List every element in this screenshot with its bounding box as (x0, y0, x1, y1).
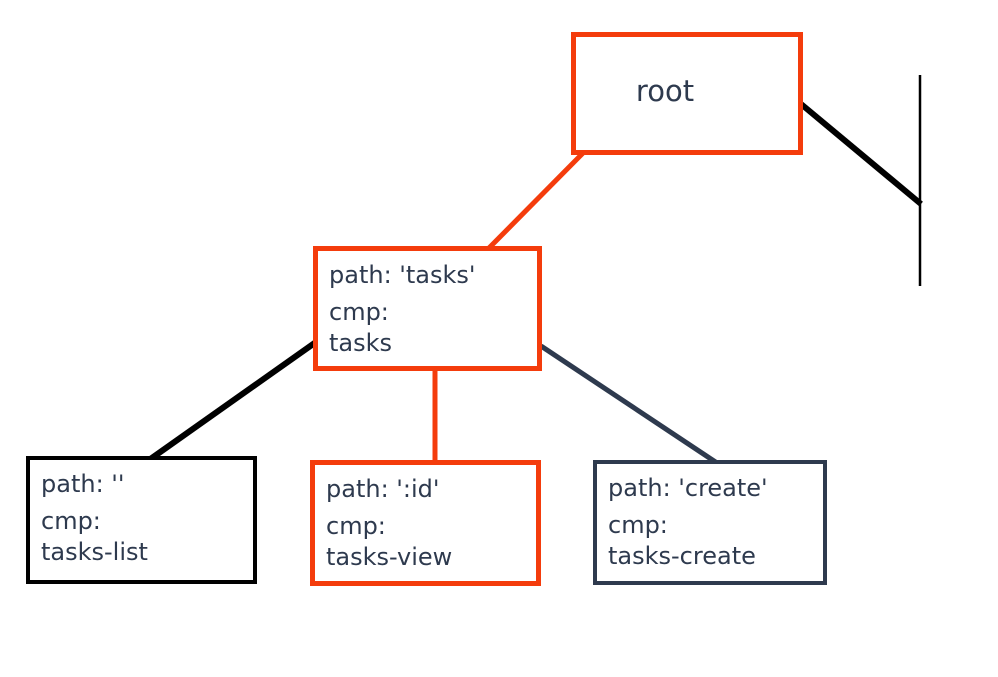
node-tasks-view-cmp-value: tasks-view (326, 543, 453, 571)
node-tasks-list-cmp-value: tasks-list (41, 538, 148, 566)
node-tasks-list: path: '' cmp: tasks-list (26, 456, 257, 584)
node-tasks-view-path: path: ':id' (326, 475, 440, 503)
edge-root-tasks (485, 150, 586, 252)
node-tasks: path: 'tasks' cmp: tasks (313, 246, 542, 371)
node-tasks-view-cmp-label: cmp: (326, 512, 386, 540)
node-tasks-path: path: 'tasks' (329, 261, 476, 289)
node-root: root (571, 32, 803, 155)
node-tasks-create: path: 'create' cmp: tasks-create (593, 460, 827, 585)
node-tasks-create-cmp-label: cmp: (608, 511, 668, 539)
edge-tasks-tasks-create (539, 343, 719, 466)
node-tasks-cmp-value: tasks (329, 329, 393, 357)
node-tasks-view: path: ':id' cmp: tasks-view (310, 460, 541, 586)
node-tasks-list-path: path: '' (41, 470, 125, 498)
node-tasks-create-cmp-value: tasks-create (608, 542, 756, 570)
node-tasks-cmp-label: cmp: (329, 298, 389, 326)
node-tasks-list-cmp-label: cmp: (41, 507, 101, 535)
edge-root-offscreen (799, 101, 923, 207)
node-tasks-create-path: path: 'create' (608, 474, 768, 502)
root-label: root (635, 74, 695, 108)
edge-tasks-tasks-list (147, 339, 318, 463)
